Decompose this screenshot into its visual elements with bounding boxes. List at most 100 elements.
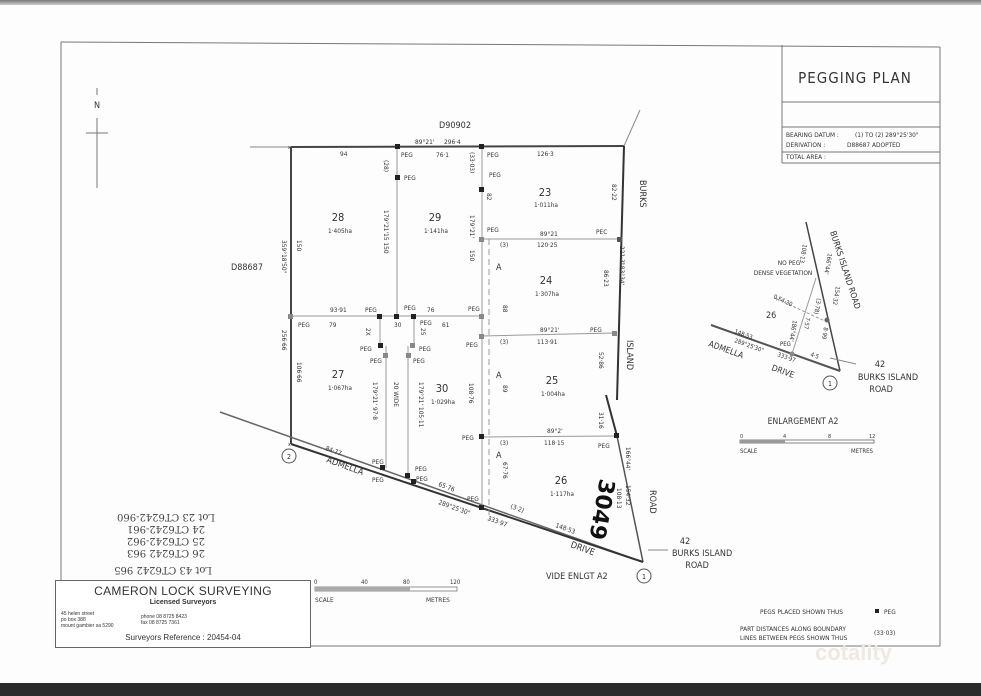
svg-text:DENSE VEGETATION: DENSE VEGETATION bbox=[754, 269, 813, 277]
svg-text:1: 1 bbox=[828, 380, 832, 388]
svg-text:0,F4·30: 0,F4·30 bbox=[772, 293, 794, 308]
lot-27: 271·067ha bbox=[328, 368, 352, 392]
svg-text:ISLAND: ISLAND bbox=[624, 340, 634, 370]
svg-text:186°44': 186°44' bbox=[787, 320, 798, 342]
svg-text:(3·2): (3·2) bbox=[509, 502, 525, 514]
svg-text:25 CT6242-962: 25 CT6242-962 bbox=[127, 535, 205, 546]
svg-text:82: 82 bbox=[485, 193, 493, 201]
svg-text:1·067ha: 1·067ha bbox=[328, 384, 352, 392]
svg-text:179°21'15 150: 179°21'15 150 bbox=[382, 210, 390, 254]
svg-text:30: 30 bbox=[436, 382, 449, 395]
svg-text:25: 25 bbox=[546, 374, 559, 387]
svg-text:PEG: PEG bbox=[372, 458, 384, 466]
svg-text:150: 150 bbox=[468, 250, 476, 261]
north-arrow-icon: N bbox=[86, 88, 108, 188]
svg-text:1·004ha: 1·004ha bbox=[541, 390, 565, 398]
svg-text:154·32: 154·32 bbox=[624, 485, 632, 506]
svg-text:93·91: 93·91 bbox=[330, 306, 347, 314]
svg-text:(3): (3) bbox=[500, 241, 508, 249]
svg-text:120: 120 bbox=[450, 579, 461, 586]
station-markers: 2 1 1 bbox=[281, 375, 838, 584]
svg-text:A: A bbox=[496, 263, 502, 273]
svg-text:29: 29 bbox=[429, 211, 442, 224]
svg-text:88: 88 bbox=[501, 305, 509, 313]
svg-text:PEG: PEG bbox=[416, 475, 428, 483]
svg-text:PEG: PEG bbox=[468, 305, 480, 313]
svg-text:ENLARGEMENT A2: ENLARGEMENT A2 bbox=[768, 417, 839, 427]
svg-text:8: 8 bbox=[828, 434, 831, 440]
surveyor-firm-name: CAMERON LOCK SURVEYING bbox=[94, 584, 272, 598]
north-label: N bbox=[94, 101, 100, 111]
svg-text:61: 61 bbox=[442, 321, 450, 329]
svg-text:89°21': 89°21' bbox=[540, 326, 560, 334]
svg-text:25: 25 bbox=[419, 328, 427, 336]
svg-text:Lot 23 CT6242-960: Lot 23 CT6242-960 bbox=[117, 511, 215, 522]
main-scale-bar: 0 40 80 120 SCALE METRES bbox=[314, 579, 461, 604]
svg-text:221·3: 221·3 bbox=[618, 246, 626, 263]
svg-text:A: A bbox=[496, 371, 502, 381]
svg-text:PEG: PEG bbox=[420, 319, 432, 327]
svg-text:BURKS ISLAND: BURKS ISLAND bbox=[858, 373, 918, 383]
svg-text:PEG: PEG bbox=[419, 345, 431, 353]
total-area-label: TOTAL AREA : bbox=[785, 153, 826, 161]
svg-text:86·23: 86·23 bbox=[602, 270, 610, 287]
svg-text:PEG: PEG bbox=[370, 357, 382, 365]
svg-text:1·011ha: 1·011ha bbox=[534, 201, 558, 209]
svg-text:PEC: PEC bbox=[596, 228, 607, 236]
lot-24: 241·307ha bbox=[535, 274, 559, 298]
svg-text:A: A bbox=[496, 451, 502, 461]
svg-text:120·25: 120·25 bbox=[537, 241, 558, 249]
svg-text:METRES: METRES bbox=[851, 448, 874, 455]
svg-text:89°21': 89°21' bbox=[415, 138, 435, 146]
svg-text:1·405ha: 1·405ha bbox=[328, 227, 352, 235]
lot-23: 231·011ha bbox=[534, 186, 558, 209]
dimension-labels: 89°21' 296·4 94 76·1 126·3 PEG PEG PEG P… bbox=[280, 138, 632, 536]
svg-text:(3·78): (3·78) bbox=[812, 298, 822, 315]
svg-text:ROAD: ROAD bbox=[647, 490, 657, 514]
svg-text:89°21: 89°21 bbox=[540, 230, 558, 238]
surveyor-subtitle: Licensed Surveyors bbox=[149, 599, 217, 606]
svg-text:ADMELLA: ADMELLA bbox=[325, 455, 365, 478]
svg-text:PEG: PEG bbox=[489, 171, 501, 179]
svg-text:(33·03): (33·03) bbox=[468, 152, 476, 173]
lot-29: 291·141ha bbox=[424, 211, 448, 235]
handwritten-stamp: 3049 bbox=[583, 477, 618, 542]
title-block: PEGGING PLAN BEARING DATUM : (1) TO (2) … bbox=[785, 69, 919, 161]
bearing-datum-label: BEARING DATUM : bbox=[786, 131, 839, 139]
svg-text:179°21': 179°21' bbox=[468, 215, 476, 239]
svg-text:PEG: PEG bbox=[360, 345, 372, 353]
svg-text:2X: 2X bbox=[364, 328, 372, 336]
svg-text:1: 1 bbox=[642, 573, 646, 581]
watermark-logo: cotality bbox=[815, 640, 893, 665]
svg-text:24: 24 bbox=[540, 274, 553, 287]
svg-text:42: 42 bbox=[875, 360, 885, 370]
surveyor-contact: phone 08 8725 8423 fax 08 8725 7361 bbox=[141, 614, 187, 626]
svg-text:PEG: PEG bbox=[372, 476, 384, 484]
svg-text:31·16: 31·16 bbox=[597, 412, 605, 429]
surveyor-reference: Surveyors Reference : 20454-04 bbox=[125, 633, 241, 642]
lot-30: 301·029ha bbox=[431, 382, 455, 406]
svg-text:40: 40 bbox=[361, 579, 368, 586]
svg-text:PEG: PEG bbox=[466, 341, 478, 349]
svg-text:BURKS: BURKS bbox=[637, 180, 647, 208]
svg-text:20 WIDE: 20 WIDE bbox=[392, 382, 400, 407]
svg-text:28: 28 bbox=[332, 211, 345, 224]
svg-text:PEG: PEG bbox=[404, 174, 416, 182]
svg-text:4·5: 4·5 bbox=[809, 351, 819, 361]
svg-text:7·57: 7·57 bbox=[802, 317, 811, 330]
svg-text:PEG: PEG bbox=[404, 304, 416, 312]
derivation-label: DERIVATION : bbox=[786, 141, 825, 149]
svg-text:106·66: 106·66 bbox=[295, 362, 303, 383]
legend: PEGS PLACED SHOWN THUS PEG PART DISTANCE… bbox=[740, 608, 896, 642]
svg-text:PEG: PEG bbox=[462, 434, 474, 442]
lot-26: 261·117ha bbox=[550, 474, 574, 498]
svg-text:26: 26 bbox=[555, 474, 568, 487]
svg-text:0: 0 bbox=[740, 434, 743, 440]
svg-text:76: 76 bbox=[427, 306, 435, 314]
svg-text:359°18'50": 359°18'50" bbox=[280, 240, 288, 274]
svg-text:PEG: PEG bbox=[590, 326, 602, 334]
svg-text:ROAD: ROAD bbox=[869, 385, 893, 395]
svg-text:118·15: 118·15 bbox=[544, 439, 565, 447]
svg-text:82·22: 82·22 bbox=[610, 184, 618, 201]
